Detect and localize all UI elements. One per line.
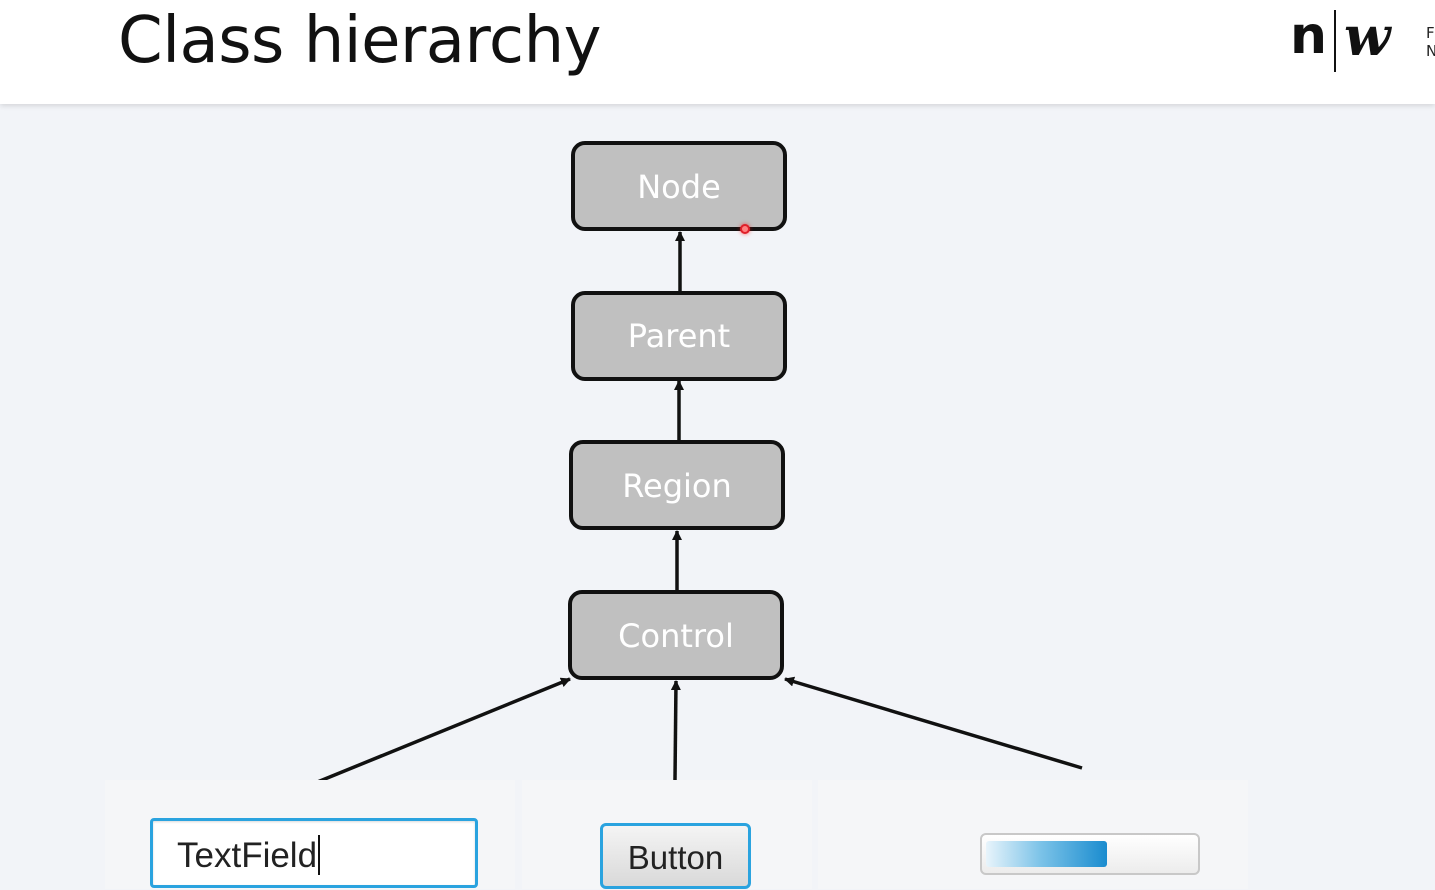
class-box-parent-label: Parent: [628, 317, 730, 355]
class-box-control-shape: [568, 590, 784, 680]
class-box-region: Region: [569, 440, 785, 530]
class-box-control-label: Control: [618, 617, 734, 655]
example-button[interactable]: Button: [600, 823, 751, 889]
class-box-parent-shape: [571, 291, 787, 381]
class-box-parent: Parent: [571, 291, 787, 381]
class-box-node-label: Node: [637, 168, 721, 206]
example-textfield[interactable]: TextField: [150, 818, 478, 888]
class-box-node: Node: [571, 141, 787, 231]
slide-title: Class hierarchy: [118, 4, 602, 78]
class-box-region-shape: [569, 440, 785, 530]
textfield-text: TextField: [177, 836, 318, 875]
edge-button-to-control: [670, 680, 681, 781]
class-box-region-label: Region: [622, 467, 732, 505]
text-caret: [318, 835, 321, 875]
edge-textfield-to-control: [314, 677, 571, 785]
textfield-value: TextField: [177, 835, 321, 876]
example-progressbar: [980, 833, 1200, 875]
logo-w-mark: w: [1344, 10, 1391, 68]
logo-n-mark: n: [1290, 10, 1328, 66]
logo-divider: [1334, 10, 1336, 72]
edge-progressbar-to-control: [784, 676, 1083, 770]
class-box-node-shape: [571, 141, 787, 231]
pointer-dot: [740, 224, 750, 234]
class-box-control: Control: [568, 590, 784, 680]
progressbar-fill: [986, 841, 1107, 867]
